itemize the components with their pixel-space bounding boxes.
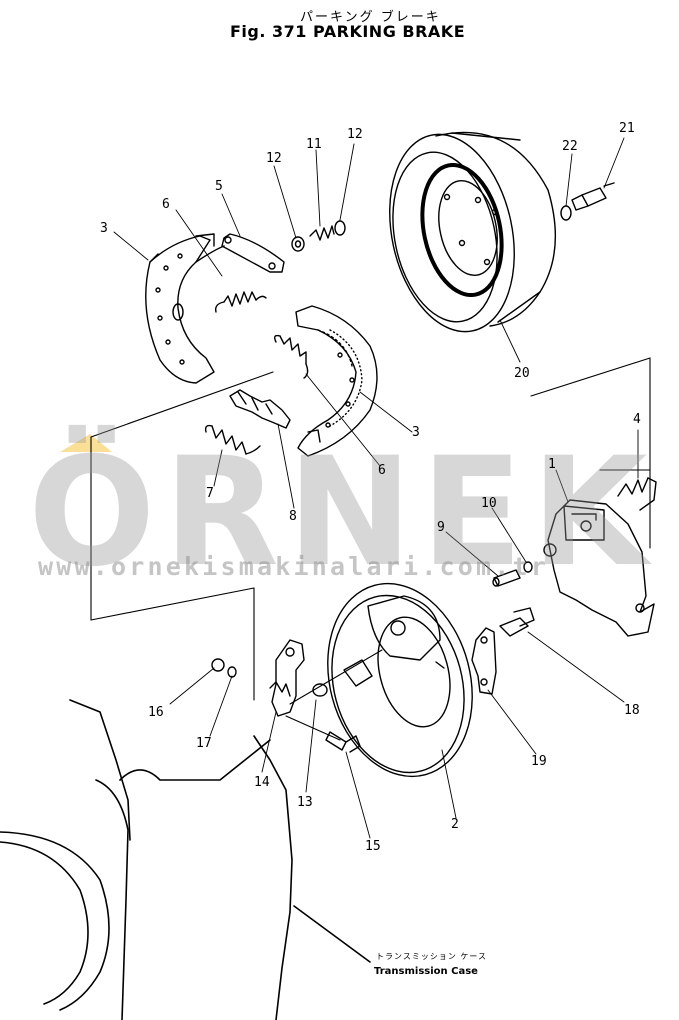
part-label-11: 11 <box>306 137 322 152</box>
part-label-13: 13 <box>297 795 313 810</box>
brake-shoe-right <box>295 305 378 457</box>
lever-nut <box>312 683 328 697</box>
section-frame <box>90 357 651 701</box>
part-label-7: 7 <box>206 486 214 501</box>
figure-title-japanese: パーキング ブレーキ <box>300 10 441 25</box>
brake-shoe-left <box>145 233 225 384</box>
lever-pin <box>492 569 521 587</box>
watermark-accent-mark <box>60 434 112 452</box>
part-label-2: 2 <box>451 817 459 832</box>
watermark-brand: ÖRNEK <box>28 426 656 600</box>
lever-bracket <box>471 627 497 695</box>
actuator-lever <box>543 499 655 637</box>
part-label-20: 20 <box>514 366 530 381</box>
shoe-adjuster <box>229 389 291 429</box>
part-label-6-lower: 6 <box>378 463 386 478</box>
part-label-4: 4 <box>633 412 641 427</box>
bracket-bolt <box>499 607 535 637</box>
part-label-12-left: 12 <box>266 151 282 166</box>
transmission-case-label: Transmission Case <box>374 966 478 977</box>
transmission-case-label-japanese: トランスミッション ケース <box>376 952 487 961</box>
part-label-21: 21 <box>619 121 635 136</box>
parking-lever <box>269 639 383 741</box>
part-label-1: 1 <box>548 457 556 472</box>
brake-drum <box>389 131 556 333</box>
watermark-url: www.ornekismakinalari.com.tr <box>38 552 550 581</box>
brake-back-plate <box>327 582 473 778</box>
pin-nut <box>211 658 225 672</box>
lever-pin-washer <box>523 561 533 573</box>
adjuster-spring <box>204 424 261 455</box>
transmission-case <box>0 699 371 1020</box>
part-label-22: 22 <box>562 139 578 154</box>
figure-title: Fig. 371 PARKING BRAKE <box>230 22 466 41</box>
part-label-17: 17 <box>196 736 212 751</box>
spring-seat-group <box>291 220 346 252</box>
part-label-18: 18 <box>624 703 640 718</box>
part-label-10: 10 <box>481 496 497 511</box>
part-label-9: 9 <box>437 520 445 535</box>
mounting-bolt <box>325 731 361 753</box>
part-label-3-right: 3 <box>412 425 420 440</box>
part-label-16: 16 <box>148 705 164 720</box>
drum-bolt-washer <box>560 205 572 221</box>
pin-washer <box>227 666 237 678</box>
drum-bolt <box>571 182 615 211</box>
actuator-spring <box>617 477 657 511</box>
leader-lines <box>113 137 639 839</box>
return-spring-lower <box>273 334 309 379</box>
part-label-14: 14 <box>254 775 270 790</box>
shoe-link-plate <box>221 233 285 273</box>
part-label-6-upper: 6 <box>162 197 170 212</box>
part-label-12-right: 12 <box>347 127 363 142</box>
part-label-5: 5 <box>215 179 223 194</box>
part-label-3-left: 3 <box>100 221 108 236</box>
part-label-15: 15 <box>365 839 381 854</box>
return-spring-upper <box>214 291 267 313</box>
part-label-8: 8 <box>289 509 297 524</box>
part-label-19: 19 <box>531 754 547 769</box>
